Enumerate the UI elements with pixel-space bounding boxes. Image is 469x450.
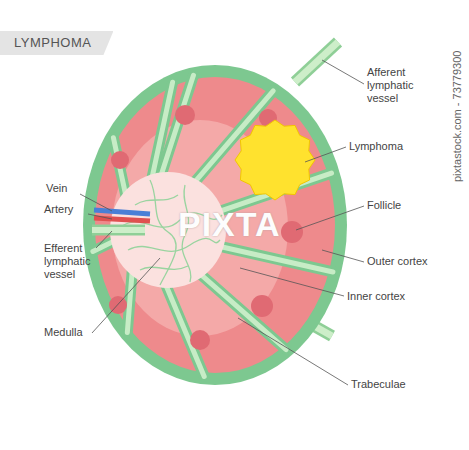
leader-lines (80, 60, 364, 385)
trabecula (127, 265, 132, 332)
trabecula (151, 82, 173, 183)
capsule (83, 65, 347, 385)
part-label: Medulla (44, 326, 104, 339)
part-label: Afferent lymphatic vessel (367, 66, 437, 105)
watermark-id: pixtastock.com - 73779300 (451, 51, 464, 182)
trabecula (216, 245, 333, 272)
hilum-vessels (92, 210, 150, 230)
part-label: Lymphoma (349, 140, 429, 153)
trabecula (197, 271, 286, 350)
trabecula (164, 280, 205, 377)
watermark: PIXTA (178, 206, 308, 242)
trabecula (197, 271, 286, 350)
part-label: Follicle (367, 199, 447, 212)
part-label: Efferent lymphatic vessel (44, 242, 106, 281)
trabeculae (93, 75, 333, 376)
part-label: Trabeculae (351, 378, 441, 391)
part-label: Vein (46, 182, 86, 195)
title-banner: LYMPHOMA (0, 31, 113, 55)
part-label: Artery (44, 203, 89, 216)
lymphoma-mass (235, 120, 315, 200)
trabecula (216, 245, 333, 272)
part-label: Outer cortex (367, 255, 457, 268)
part-label: Inner cortex (347, 290, 437, 303)
trabecula (151, 82, 173, 183)
trabecula (127, 265, 132, 332)
trabecula (164, 280, 205, 377)
